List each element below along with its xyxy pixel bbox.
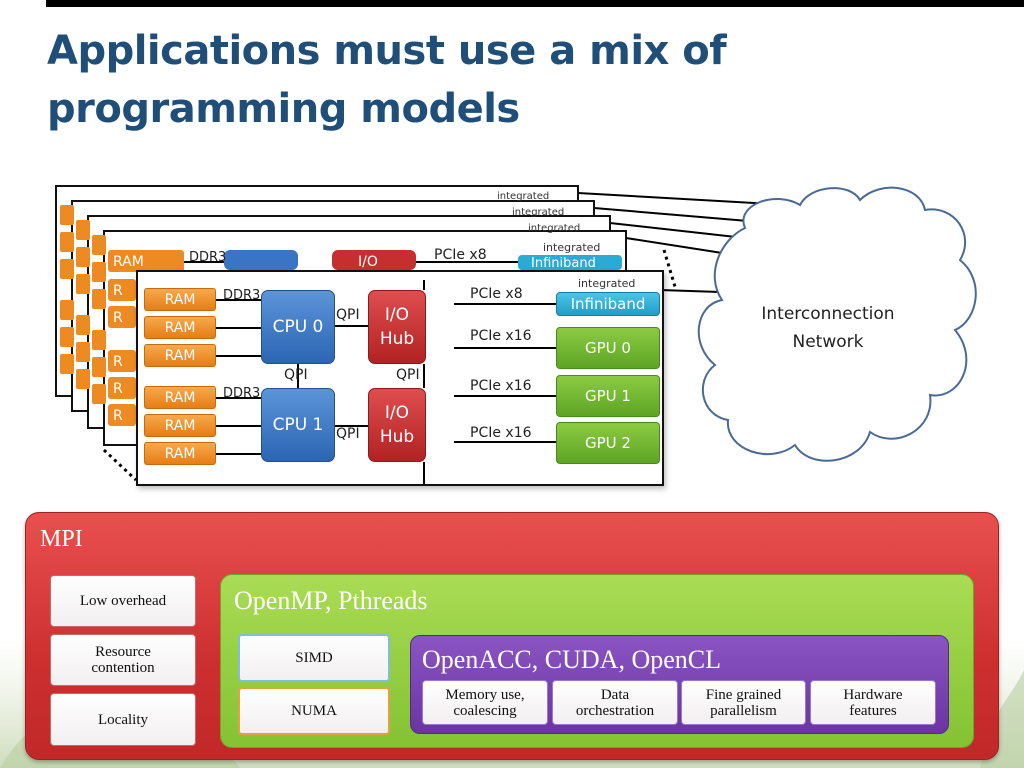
ram-module: RAM [144, 386, 216, 409]
mpi-item-low-overhead: Low overhead [50, 575, 196, 627]
pcie-x8-label: PCIe x8 [470, 286, 523, 302]
io-hub-0: I/O Hub [368, 290, 426, 364]
back-ram-label: R [113, 354, 123, 370]
cpu-1: CPU 1 [261, 388, 335, 462]
ddr3-label: DDR3 [223, 386, 261, 401]
node-card-front: RAM RAM RAM RAM RAM RAM CPU 0 CPU 1 I/O … [136, 270, 664, 486]
ram-module: RAM [144, 316, 216, 339]
gpu-1: GPU 1 [556, 375, 660, 417]
pcie-x16-label: PCIe x16 [470, 378, 532, 394]
integrated-label: integrated [578, 277, 636, 290]
pcie-x16-label: PCIe x16 [470, 425, 532, 441]
gpu-0: GPU 0 [556, 327, 660, 369]
back-cpu-box [224, 250, 298, 270]
network-label-line2: Network [792, 332, 864, 352]
stack-integrated-label: integrated [497, 191, 550, 202]
network-cables [577, 192, 791, 293]
mpi-item-resource-contention: Resource contention [50, 634, 196, 686]
back-ram-label: R [113, 310, 123, 326]
ram-module: RAM [144, 288, 216, 311]
qpi-label: QPI [336, 307, 360, 323]
pcie-x16-label: PCIe x16 [470, 328, 532, 344]
back-ram-label: R [113, 283, 123, 299]
interconnection-network-label: Interconnection Network [730, 300, 926, 356]
stack-dots-right [662, 249, 678, 291]
openacc-item-hardware-features: Hardware features [810, 680, 936, 725]
back-ram-label: RAM [113, 254, 144, 270]
back-io-label: I/O [358, 254, 378, 270]
openacc-item-memory-use: Memory use, coalescing [422, 680, 548, 725]
openmp-label: OpenMP, Pthreads [234, 586, 428, 615]
top-rule [46, 0, 1024, 7]
openacc-item-fine-grained: Fine grained parallelism [681, 680, 806, 725]
back-ram-slivers [60, 205, 106, 404]
interconnection-cloud [697, 186, 977, 462]
ram-module: RAM [144, 442, 216, 465]
io-hub-1: I/O Hub [368, 388, 426, 462]
back-io-box [332, 250, 416, 270]
stack-dots-bottom [102, 448, 138, 482]
back-ram-label: R [113, 381, 123, 397]
slide-title: Applications must use a mix of programmi… [47, 28, 727, 132]
qpi-label: QPI [396, 367, 420, 383]
ram-module: RAM [144, 344, 216, 367]
front-wires [216, 280, 556, 484]
ram-module: RAM [144, 414, 216, 437]
cpu-0: CPU 0 [261, 290, 335, 364]
back-integrated-label: integrated [543, 241, 601, 254]
ddr3-label: DDR3 [223, 288, 261, 303]
network-label-line1: Interconnection [761, 304, 895, 324]
openacc-label: OpenACC, CUDA, OpenCL [422, 645, 721, 674]
back-infiniband-label: Infiniband [531, 256, 596, 271]
mpi-label: MPI [40, 526, 83, 552]
back-ddr3-label: DDR3 [189, 250, 227, 265]
qpi-label: QPI [336, 426, 360, 442]
back-ram-label: R [113, 408, 123, 424]
back-ram-box [108, 250, 184, 272]
cluster-node-diagram: RAM R R R R R DDR3 I/O PCIe x8 integrate… [55, 185, 977, 486]
back-pcie-label: PCIe x8 [434, 247, 487, 263]
qpi-label: QPI [284, 367, 308, 383]
openacc-item-data-orchestration: Data orchestration [552, 680, 678, 725]
openmp-item-numa: NUMA [238, 687, 390, 735]
openmp-item-simd: SIMD [238, 634, 390, 682]
back-infiniband-box [518, 255, 622, 270]
stack-integrated-label: integrated [528, 223, 581, 234]
infiniband-adapter: Infiniband [556, 292, 660, 316]
mpi-item-locality: Locality [50, 693, 196, 746]
gpu-2: GPU 2 [556, 422, 660, 464]
stack-integrated-label: integrated [512, 207, 565, 218]
